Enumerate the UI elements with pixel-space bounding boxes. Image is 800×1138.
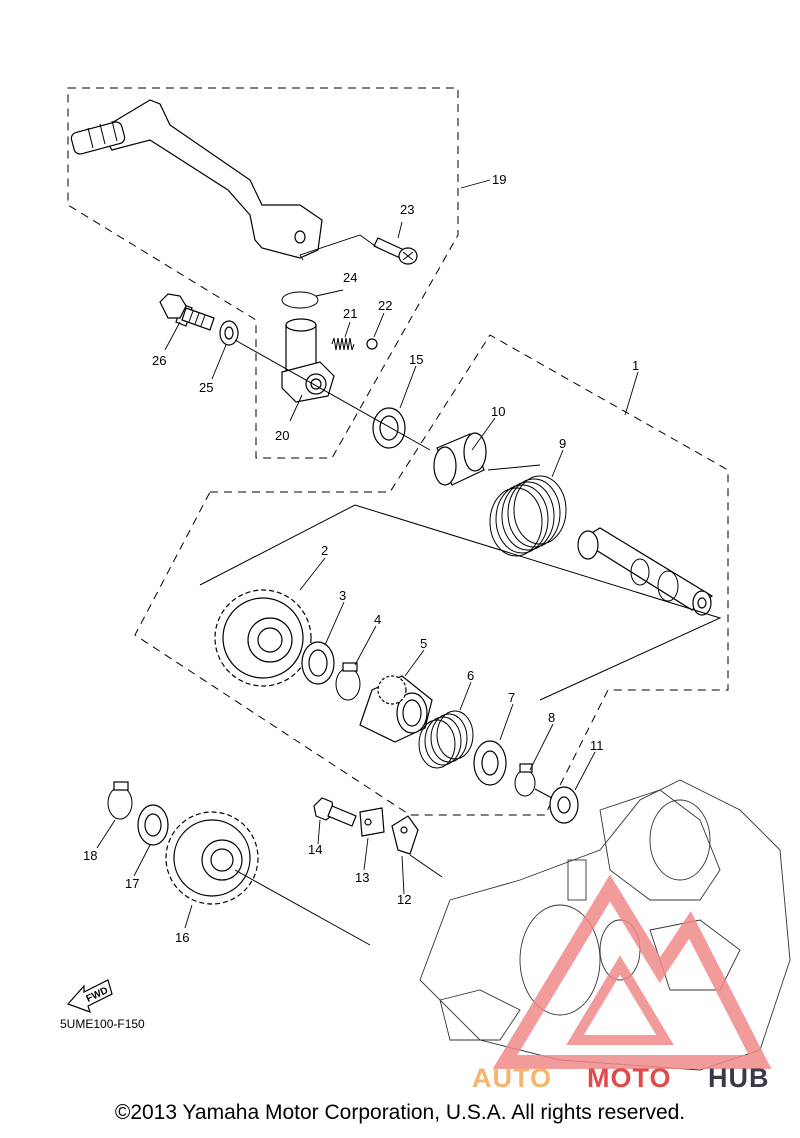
kick-lever-bolt [373,237,418,265]
callout-4: 4 [374,612,381,627]
stopper-clip [391,815,419,855]
boss-spring [331,337,355,351]
callout-16: 16 [175,930,189,945]
callout-21: 21 [343,306,357,321]
gear-washer [301,641,335,685]
callout-labels: 1 2 3 4 5 6 7 8 9 10 11 12 13 14 15 16 1… [83,172,639,945]
callout-6: 6 [467,668,474,683]
callout-2: 2 [321,543,328,558]
watermark-brand-hub: HUB [708,1063,770,1093]
callout-12: 12 [397,892,411,907]
idle-gear-circlip [107,781,133,820]
collar [433,432,487,486]
callout-20: 20 [275,428,289,443]
callout-1: 1 [632,358,639,373]
callout-9: 9 [559,436,566,451]
axle-washer [549,786,579,824]
fwd-arrow-icon: FWD [66,979,113,1013]
callout-22: 22 [378,298,392,313]
callout-17: 17 [125,876,139,891]
callout-14: 14 [308,842,322,857]
kick-lever [70,99,323,259]
callout-3: 3 [339,588,346,603]
callout-7: 7 [508,690,515,705]
idle-gear [165,811,259,905]
spring-washer [473,740,507,786]
callout-13: 13 [355,870,369,885]
assembly-1-dashed-box [134,334,729,816]
o-ring [281,291,319,309]
torsion-spring [487,464,567,557]
ratchet-guide [359,807,385,837]
ratchet-spring [418,710,474,769]
circlip [335,662,361,701]
callout-10: 10 [491,404,505,419]
kick-boss [281,318,335,403]
idle-gear-washer [137,804,169,846]
diagram-code: 5UME100-F150 [60,1017,145,1031]
watermark-brand: AUTO MOTO HUB [472,1063,770,1093]
callout-8: 8 [548,710,555,725]
axle-circlip [514,763,536,797]
watermark-logo-icon [492,874,772,1069]
callout-15: 15 [409,352,423,367]
washer [219,320,239,346]
callout-18: 18 [83,848,97,863]
copyright-notice: ©2013 Yamaha Motor Corporation, U.S.A. A… [114,1101,686,1124]
ratchet-wheel [359,675,433,743]
callout-5: 5 [420,636,427,651]
boss-bolt [159,293,215,331]
callout-19: 19 [492,172,506,187]
callout-23: 23 [400,202,414,217]
steel-ball [366,338,378,350]
callout-11: 11 [590,738,604,753]
kick-axle [577,527,714,616]
guide-bolt [313,797,357,827]
leader-lines [96,179,639,929]
watermark-brand-moto: MOTO [587,1063,672,1093]
watermark-brand-auto: AUTO [472,1063,552,1093]
oil-seal [372,407,406,449]
callout-25: 25 [199,380,213,395]
callout-26: 26 [152,353,166,368]
kick-gear [214,589,312,687]
assembly-19-dashed-box [67,87,459,459]
callout-24: 24 [343,270,357,285]
